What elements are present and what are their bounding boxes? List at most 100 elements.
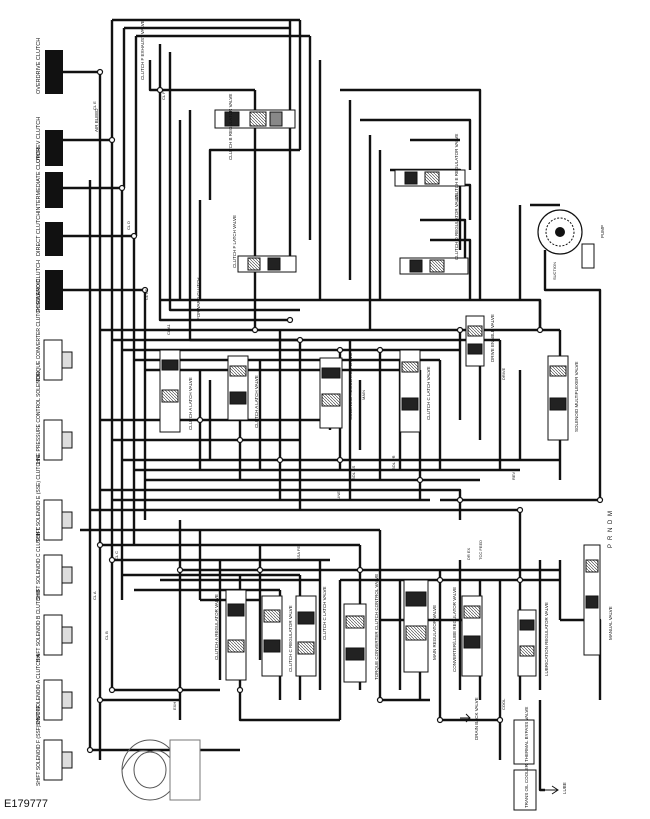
solenoids: TORQUE CONVERTER CLUTCH SOLENOID LINE PR… xyxy=(36,279,73,786)
passage-tcc-feed: TCC FEED xyxy=(478,540,483,560)
pump: PUMP xyxy=(537,209,605,269)
main-regulator-label: MAIN REGULATOR VALVE xyxy=(432,605,437,660)
passage-drive: DRIVE xyxy=(501,367,506,380)
converter-regulator-valve: CONVERTER/LUBE REGULATOR VALVE xyxy=(452,587,483,677)
trans-cooler-box xyxy=(513,769,537,811)
manual-valve: MANUAL VALVE xyxy=(583,544,613,656)
lube-label: LUBE xyxy=(562,782,567,794)
intermediate-clutch-label: INTERMEDIATE CLUTCH xyxy=(36,148,42,212)
overdrive-clutch-block: OVERDRIVE CLUTCH xyxy=(36,38,63,94)
shift-solenoid-f-label: SHIFT SOLENOID F (SSF) ON/OFF xyxy=(36,705,42,786)
tcc-solenoid: TORQUE CONVERTER CLUTCH SOLENOID xyxy=(36,279,73,382)
clutch-c-latch-valve-2: CLUTCH C LATCH VALVE xyxy=(295,586,327,677)
figure-id: E179777 xyxy=(4,798,49,810)
forward-clutch-label: FORWARD CLUTCH xyxy=(36,260,42,312)
lube-arrow xyxy=(540,785,559,795)
solenoid-multiplexer-label: SOLENOID MULTIPLEXER VALVE xyxy=(574,361,579,432)
passage-exh: EXH xyxy=(172,702,177,710)
component-labels: THERMAL BYPASS VALVE TRANS OIL COOLER LU… xyxy=(94,20,567,808)
shift-solenoid-a: SHIFT SOLENOID A CLUTCH A xyxy=(36,653,73,726)
intermediate-clutch-block: INTERMEDIATE CLUTCH xyxy=(36,148,63,212)
clutch-a-latch-label: CLUTCH A LATCH VALVE xyxy=(188,377,193,430)
tcc-solenoid-label: TORQUE CONVERTER CLUTCH SOLENOID xyxy=(36,279,42,382)
drive-enable-valve: DRIVE ENABLE VALVE xyxy=(465,314,495,367)
clutch-c-latch-valve: CLUTCH C LATCH VALVE xyxy=(399,349,431,433)
solenoid-regulator-valve: SOLENOID REGULATOR VALVE xyxy=(319,353,353,429)
shift-solenoid-f: SHIFT SOLENOID F (SSF) ON/OFF xyxy=(36,705,73,786)
clutch-b-regulator-label: CLUTCH B REGULATOR VALVE xyxy=(228,94,233,160)
air-bleed-label: AIR BLEED xyxy=(94,108,99,132)
clutch-a-regulator-label: CLUTCH A REGULATOR VALVE xyxy=(214,594,219,660)
pump-label: PUMP xyxy=(600,225,605,238)
prndm-m: M xyxy=(608,511,614,516)
thermal-bypass-label: THERMAL BYPASS VALVE xyxy=(524,707,529,762)
shift-solenoid-b: SHIFT SOLENOID B CLUTCH B xyxy=(36,589,73,662)
passage-main: MAIN xyxy=(361,390,366,400)
clutch-a-latch-valve: CLUTCH A LATCH VALVE xyxy=(159,349,193,433)
clutch-b-regulator-valve: CLUTCH B REGULATOR VALVE xyxy=(214,94,296,160)
prndm-d: D xyxy=(608,519,614,524)
passage-cl-bf: CL BF xyxy=(144,288,149,300)
prndm-n: N xyxy=(608,528,614,532)
low-rev-clutch-block: LOW/REV CLUTCH xyxy=(36,117,63,166)
clutch-a-latch-2-label: CLUTCH A LATCH VALVE xyxy=(254,375,259,428)
clutch-c-latch-2-label: CLUTCH C LATCH VALVE xyxy=(322,586,327,640)
shift-solenoid-c: SHIFT SOLENOID C CLUTCH C xyxy=(36,526,73,600)
forward-clutch-block: FORWARD CLUTCH xyxy=(36,260,63,312)
tcc-control-valve: TORQUE CONVERTER CLUTCH CONTROL VALVE xyxy=(343,574,379,683)
drain-back-arrow xyxy=(460,713,471,723)
prndm-p: P xyxy=(608,544,614,548)
overdrive-clutch-label: OVERDRIVE CLUTCH xyxy=(36,38,42,94)
passage-ssa-fe: SSA FE xyxy=(296,546,301,560)
passage-cool: COOL xyxy=(501,698,506,710)
passage-cl-e: CL E xyxy=(92,101,97,110)
clutch-c-regulator-valve: CLUTCH C REGULATOR VALVE xyxy=(261,595,293,677)
junction-dots xyxy=(86,68,604,754)
drive-enable-label: DRIVE ENABLE VALVE xyxy=(490,314,495,362)
lubrication-regulator-label: LUBRICATION REGULATOR VALVE xyxy=(544,602,549,676)
torque-converter xyxy=(121,739,201,801)
drain-back-label: DRAIN BACK VALVE xyxy=(474,697,479,740)
line-pressure-solenoid-label: LINE PRESSURE CONTROL SOLENOID xyxy=(36,371,42,464)
shift-solenoid-e-label: SHIFT SOLENOID E (SSE) CLUTCH E xyxy=(36,454,42,542)
passage-labels: CL A CL B CL C CL D CL E CL F CL BF CL A… xyxy=(92,91,557,710)
manual-valve-label: MANUAL VALVE xyxy=(608,606,613,640)
line-pressure-solenoid: LINE PRESSURE CONTROL SOLENOID xyxy=(36,371,73,464)
clutch-f-latch-label: CLUTCH F LATCH VALVE xyxy=(232,215,237,268)
lubrication-regulator-valve: LUBRICATION REGULATOR VALVE xyxy=(517,602,549,677)
shift-solenoid-e: SHIFT SOLENOID E (SSE) CLUTCH E xyxy=(36,454,73,542)
passage-suction: SUCTION xyxy=(552,262,557,280)
passage-cl-d: CL D xyxy=(126,221,131,230)
prndm-indicators: P R N D M xyxy=(608,511,614,548)
clutch-d-regulator-label: CLUTCH D REGULATOR VALVE xyxy=(454,193,459,260)
passage-rev: REV xyxy=(511,471,516,480)
passage-line: LINE xyxy=(336,491,341,500)
shift-solenoid-a-label: SHIFT SOLENOID A CLUTCH A xyxy=(36,653,42,726)
shift-solenoid-c-label: SHIFT SOLENOID C CLUTCH C xyxy=(36,526,42,600)
passage-cl-c: CL C xyxy=(114,551,119,560)
clutch-c-regulator-label: CLUTCH C REGULATOR VALVE xyxy=(288,605,293,672)
solenoid-multiplexer-valve: SOLENOID MULTIPLEXER VALVE xyxy=(547,355,579,441)
hydraulic-passages xyxy=(60,18,602,792)
tcc-control-label: TORQUE CONVERTER CLUTCH CONTROL VALVE xyxy=(374,574,379,680)
clutch-blocks: OVERDRIVE CLUTCH LOW/REV CLUTCH INTERMED… xyxy=(36,38,63,312)
passage-dr-ex: DR EX xyxy=(466,547,471,560)
thermal-bypass-box xyxy=(513,719,535,765)
clutch-f-latch-valve: CLUTCH F LATCH VALVE xyxy=(232,215,297,273)
passage-cl-a1: CL A1 xyxy=(166,323,171,335)
prndm-r: R xyxy=(608,535,614,540)
clutch-c-latch-label: CLUTCH C LATCH VALVE xyxy=(426,366,431,420)
clutch-a-regulator-valve: CLUTCH A REGULATOR VALVE xyxy=(214,589,247,681)
clutch-f-exhaust-label: CLUTCH F EXHAUST VALVE xyxy=(140,20,145,80)
clutch-e-regulator-label: CLUTCH E REGULATOR VALVE xyxy=(454,134,459,200)
passage-sol-ss: SOL SS xyxy=(351,465,356,480)
low-rev-clutch-label: LOW/REV CLUTCH xyxy=(36,117,42,166)
passage-cl-b: CL B xyxy=(104,631,109,640)
direct-clutch-block: DIRECT CLUTCH xyxy=(36,212,63,256)
valves: CLUTCH B REGULATOR VALVE CLUTCH E REGULA… xyxy=(159,94,613,683)
main-regulator-valve: MAIN REGULATOR VALVE xyxy=(403,579,437,673)
clutch-e-regulator-valve: CLUTCH E REGULATOR VALVE xyxy=(394,134,466,200)
thermal-components xyxy=(460,713,559,811)
passage-cl-a: CL A xyxy=(92,591,97,600)
